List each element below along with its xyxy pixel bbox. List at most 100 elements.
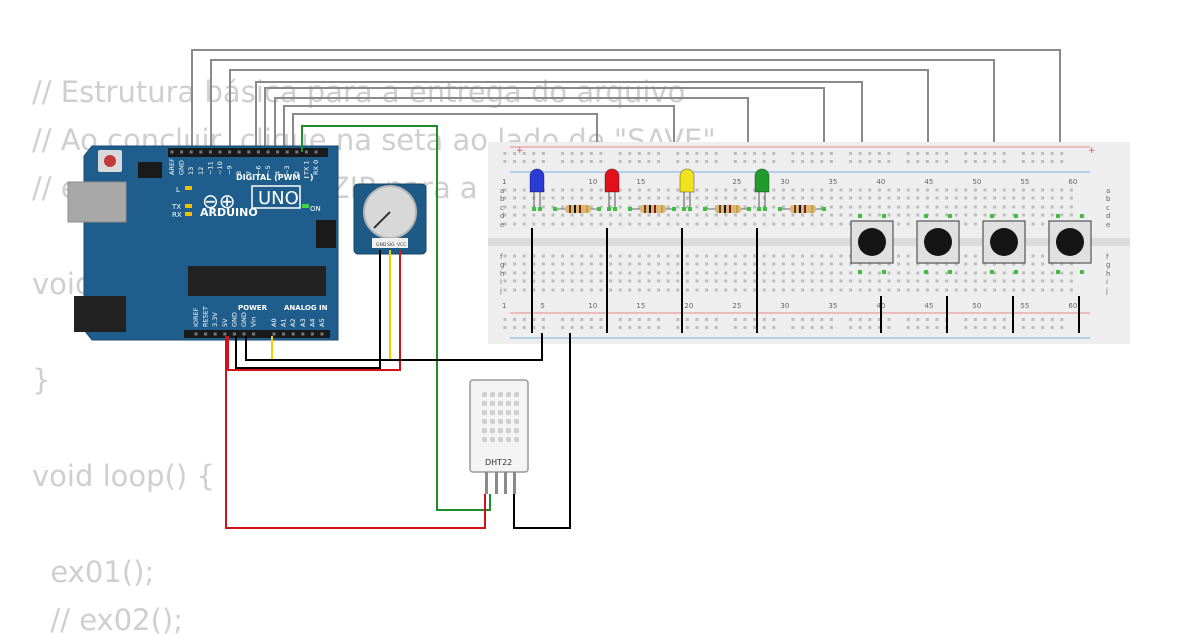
breadboard-hole[interactable] — [589, 254, 593, 258]
breadboard-hole[interactable] — [570, 288, 574, 292]
breadboard-hole[interactable] — [781, 188, 785, 192]
breadboard-hole[interactable] — [599, 288, 603, 292]
breadboard-hole[interactable] — [973, 271, 977, 275]
rail-hole[interactable] — [858, 152, 862, 155]
breadboard-hole[interactable] — [695, 222, 699, 226]
breadboard-hole[interactable] — [906, 222, 910, 226]
breadboard-hole[interactable] — [541, 271, 545, 275]
breadboard-hole[interactable] — [868, 196, 872, 200]
breadboard-hole[interactable] — [714, 222, 718, 226]
breadboard-hole[interactable] — [657, 262, 661, 266]
breadboard-hole[interactable] — [637, 188, 641, 192]
breadboard-hole[interactable] — [954, 213, 958, 217]
breadboard-hole[interactable] — [1002, 196, 1006, 200]
breadboard-hole[interactable] — [733, 279, 737, 283]
rail-hole[interactable] — [945, 152, 949, 155]
breadboard-hole[interactable] — [561, 188, 565, 192]
rail-hole[interactable] — [1002, 160, 1006, 163]
breadboard-hole[interactable] — [753, 188, 757, 192]
breadboard-hole[interactable] — [522, 288, 526, 292]
breadboard-hole[interactable] — [820, 254, 824, 258]
breadboard-hole[interactable] — [609, 271, 613, 275]
breadboard-hole[interactable] — [945, 205, 949, 209]
breadboard-hole[interactable] — [685, 222, 689, 226]
breadboard-hole[interactable] — [781, 213, 785, 217]
push-button-cap[interactable] — [1056, 228, 1084, 256]
breadboard-hole[interactable] — [733, 196, 737, 200]
breadboard-hole[interactable] — [609, 213, 613, 217]
breadboard-hole[interactable] — [849, 279, 853, 283]
rail-hole[interactable] — [973, 318, 977, 321]
breadboard-hole[interactable] — [877, 262, 881, 266]
breadboard-hole[interactable] — [551, 222, 555, 226]
breadboard-hole[interactable] — [925, 262, 929, 266]
breadboard-hole[interactable] — [666, 188, 670, 192]
rail-hole[interactable] — [705, 160, 709, 163]
breadboard-hole[interactable] — [714, 196, 718, 200]
breadboard-hole[interactable] — [1041, 262, 1045, 266]
rail-hole[interactable] — [647, 326, 651, 329]
rail-hole[interactable] — [570, 326, 574, 329]
breadboard-hole[interactable] — [1021, 262, 1025, 266]
breadboard-hole[interactable] — [1021, 271, 1025, 275]
breadboard-hole[interactable] — [916, 279, 920, 283]
breadboard-hole[interactable] — [801, 279, 805, 283]
power-analog-pin[interactable] — [320, 332, 324, 336]
breadboard-hole[interactable] — [810, 288, 814, 292]
breadboard-hole[interactable] — [1012, 279, 1016, 283]
rail-hole[interactable] — [599, 318, 603, 321]
power-analog-pin[interactable] — [194, 332, 198, 336]
rail-hole[interactable] — [685, 160, 689, 163]
rail-hole[interactable] — [820, 152, 824, 155]
breadboard-hole[interactable] — [1060, 279, 1064, 283]
breadboard-hole[interactable] — [801, 262, 805, 266]
breadboard-hole[interactable] — [618, 288, 622, 292]
breadboard-hole[interactable] — [916, 262, 920, 266]
rail-hole[interactable] — [589, 318, 593, 321]
breadboard-hole[interactable] — [609, 288, 613, 292]
breadboard-hole[interactable] — [772, 271, 776, 275]
breadboard-hole[interactable] — [762, 262, 766, 266]
rail-hole[interactable] — [561, 318, 565, 321]
breadboard-hole[interactable] — [868, 188, 872, 192]
rail-hole[interactable] — [801, 318, 805, 321]
digital-pin[interactable] — [247, 150, 251, 154]
rail-hole[interactable] — [887, 318, 891, 321]
rail-hole[interactable] — [570, 152, 574, 155]
rail-hole[interactable] — [695, 160, 699, 163]
breadboard-hole[interactable] — [973, 262, 977, 266]
rail-hole[interactable] — [733, 326, 737, 329]
rail-hole[interactable] — [753, 152, 757, 155]
breadboard-hole[interactable] — [983, 213, 987, 217]
digital-pin[interactable] — [180, 150, 184, 154]
rail-hole[interactable] — [676, 326, 680, 329]
breadboard-hole[interactable] — [820, 288, 824, 292]
breadboard-hole[interactable] — [1050, 288, 1054, 292]
breadboard-hole[interactable] — [513, 213, 517, 217]
breadboard-hole[interactable] — [1060, 205, 1064, 209]
breadboard-hole[interactable] — [513, 196, 517, 200]
rail-hole[interactable] — [580, 318, 584, 321]
breadboard-hole[interactable] — [628, 213, 632, 217]
breadboard-hole[interactable] — [724, 254, 728, 258]
breadboard-hole[interactable] — [829, 222, 833, 226]
breadboard-hole[interactable] — [695, 279, 699, 283]
breadboard-hole[interactable] — [897, 213, 901, 217]
breadboard-hole[interactable] — [858, 196, 862, 200]
breadboard-hole[interactable] — [762, 271, 766, 275]
rail-hole[interactable] — [753, 318, 757, 321]
digital-pin[interactable] — [314, 150, 318, 154]
breadboard-hole[interactable] — [993, 213, 997, 217]
breadboard-hole[interactable] — [676, 254, 680, 258]
breadboard-hole[interactable] — [1002, 262, 1006, 266]
breadboard-hole[interactable] — [685, 254, 689, 258]
breadboard-hole[interactable] — [503, 213, 507, 217]
breadboard-hole[interactable] — [801, 254, 805, 258]
rail-hole[interactable] — [637, 152, 641, 155]
breadboard-hole[interactable] — [993, 271, 997, 275]
breadboard-hole[interactable] — [1031, 254, 1035, 258]
breadboard-hole[interactable] — [1069, 271, 1073, 275]
rail-hole[interactable] — [973, 326, 977, 329]
breadboard-hole[interactable] — [801, 188, 805, 192]
breadboard-hole[interactable] — [954, 205, 958, 209]
